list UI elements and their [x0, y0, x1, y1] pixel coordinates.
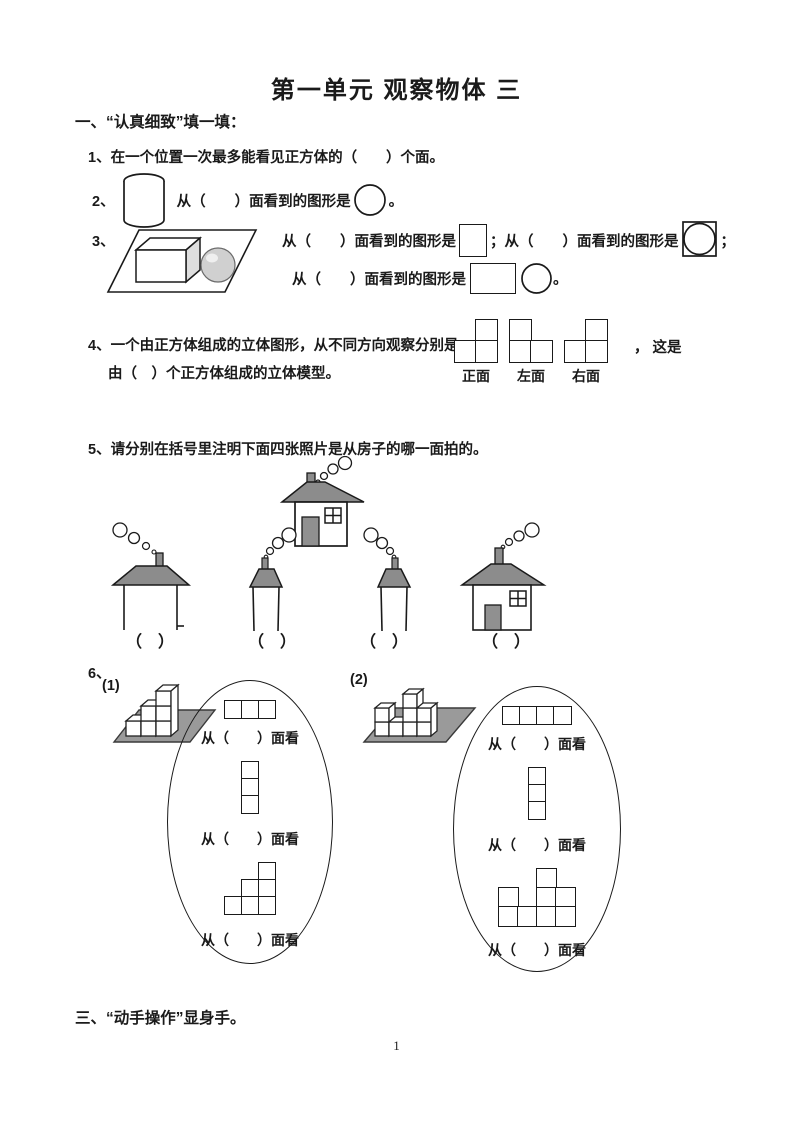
house-front-photo-figure	[459, 522, 547, 631]
square-with-circle-shape	[681, 221, 717, 257]
question-4-views: 正面 左面 右面	[454, 319, 608, 386]
view-right-label: 右面	[572, 368, 600, 384]
house-side-photo-1-figure	[248, 527, 297, 632]
question-2-number: 2、	[92, 193, 115, 210]
question-4-line2: 由（ ）个正方体组成的立体模型。	[108, 366, 340, 382]
view-front: 正面	[454, 319, 498, 386]
rectangle-answer-shape	[470, 262, 516, 294]
ellipse2-side-view-grid	[527, 767, 547, 820]
question-1-text: 1、在一个位置一次最多能看见正方体的（ ）个面。	[88, 150, 445, 166]
section-three-heading: 三、“动手操作”显身手。	[75, 1010, 246, 1027]
ellipse2-top-view-grid	[502, 706, 572, 725]
ellipse2-label-2: 从（ ）面看	[488, 837, 586, 853]
answer-ellipse-2: 从（ ）面看 从（ ）面看 从（ ）面看	[453, 686, 621, 972]
answer-ellipse-1: 从（ ）面看 从（ ）面看 从（ ）面看	[167, 680, 333, 964]
question-3-line1a: 从（ ）面看到的图形是	[282, 233, 456, 250]
question-3-line1: 从（ ）面看到的图形是 ； 从（ ）面看到的图形是 ；	[282, 216, 735, 264]
question-3-line1b: 从（ ）面看到的图形是	[504, 233, 679, 250]
ellipse1-label-1: 从（ ）面看	[201, 730, 299, 746]
question-5-text: 5、请分别在括号里注明下面四张照片是从房子的哪一面拍的。	[88, 442, 488, 458]
section-one-heading: 一、“认真细致”填一填：	[75, 114, 246, 131]
photo-4-answer-bracket: （ ）	[481, 634, 530, 651]
ellipse1-top-view-grid	[223, 700, 277, 719]
photo-1-answer-bracket: （ ）	[125, 634, 174, 651]
ellipse1-side-view-grid	[240, 761, 260, 814]
photo-2-answer-bracket: （ ）	[247, 634, 296, 651]
cylinder-figure	[122, 172, 165, 228]
house-front-main-figure	[279, 456, 365, 547]
view-left-label: 左面	[517, 368, 545, 384]
view-left-grid	[509, 319, 553, 363]
question-4-line1-end: ， 这是	[634, 340, 682, 356]
house-back-photo-figure	[110, 522, 192, 630]
photo-3-answer-bracket: （ ）	[359, 634, 408, 651]
circle-answer-shape	[521, 262, 552, 294]
page-number: 1	[393, 1038, 400, 1053]
page-title: 第一单元 观察物体 三	[270, 77, 523, 104]
question-3-suffix: 。	[553, 271, 568, 288]
question-2-suffix: 。	[388, 193, 404, 210]
square-answer-shape	[459, 223, 487, 257]
question-3-sep1: ；	[490, 233, 505, 250]
question-2-text: 从（ ）面看到的图形是	[176, 193, 351, 210]
question-6-sub1: (1)	[102, 678, 120, 694]
question-6-sub2: (2)	[350, 672, 368, 688]
ellipse1-label-2: 从（ ）面看	[201, 831, 299, 847]
ellipse2-label-3: 从（ ）面看	[488, 942, 586, 958]
circle-shape	[353, 184, 386, 216]
question-3-number: 3、	[92, 234, 115, 250]
question-3-line2: 从（ ）面看到的图形是 。	[292, 258, 568, 298]
house-side-photo-2-figure	[363, 527, 412, 632]
ellipse2-front-view-grid	[498, 868, 576, 927]
question-6-number: 6、	[88, 666, 111, 682]
cube-stack-figure-2	[362, 687, 477, 743]
view-front-grid	[454, 319, 498, 363]
view-right: 右面	[564, 319, 608, 386]
ellipse1-label-3: 从（ ）面看	[201, 932, 299, 948]
view-right-grid	[564, 319, 608, 363]
question-3-sep2: ；	[720, 233, 736, 250]
view-front-label: 正面	[462, 368, 490, 384]
box-and-sphere-figure	[106, 229, 258, 293]
view-left: 左面	[509, 319, 553, 386]
question-3-line2-text: 从（ ）面看到的图形是	[292, 271, 466, 288]
question-2-row: 2、 从（ ）面看到的图形是 。	[92, 170, 403, 230]
ellipse1-front-view-grid	[223, 862, 277, 915]
question-4-line1: 4、一个由正方体组成的立体图形，从不同方向观察分别是	[88, 338, 459, 354]
ellipse2-label-1: 从（ ）面看	[488, 736, 586, 752]
